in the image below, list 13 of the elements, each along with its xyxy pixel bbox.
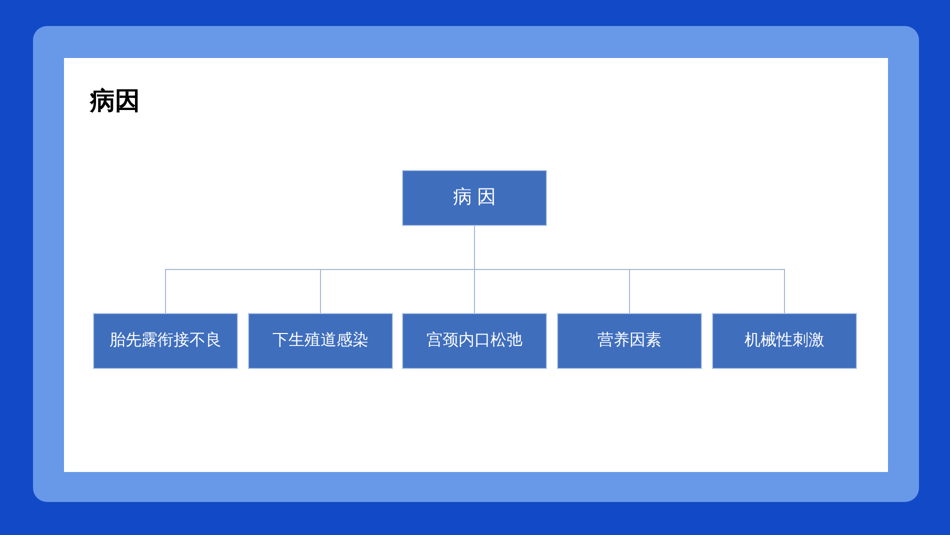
node-label: 下生殖道感染 (272, 330, 368, 351)
node-label: 宫颈内口松弛 (426, 330, 522, 351)
cause-box (93, 313, 238, 369)
cause-box (557, 313, 702, 369)
node-label: 机械性刺激 (744, 330, 824, 351)
cause-box (248, 313, 393, 369)
node-label: 病 因 (452, 186, 496, 210)
node-label: 胎先露衔接不良 (110, 330, 222, 351)
cause-box (402, 313, 547, 369)
root-box (402, 170, 547, 226)
node-label: 营养因素 (598, 330, 662, 351)
slide-title: 病因 (90, 86, 140, 116)
cause-box (712, 313, 857, 369)
